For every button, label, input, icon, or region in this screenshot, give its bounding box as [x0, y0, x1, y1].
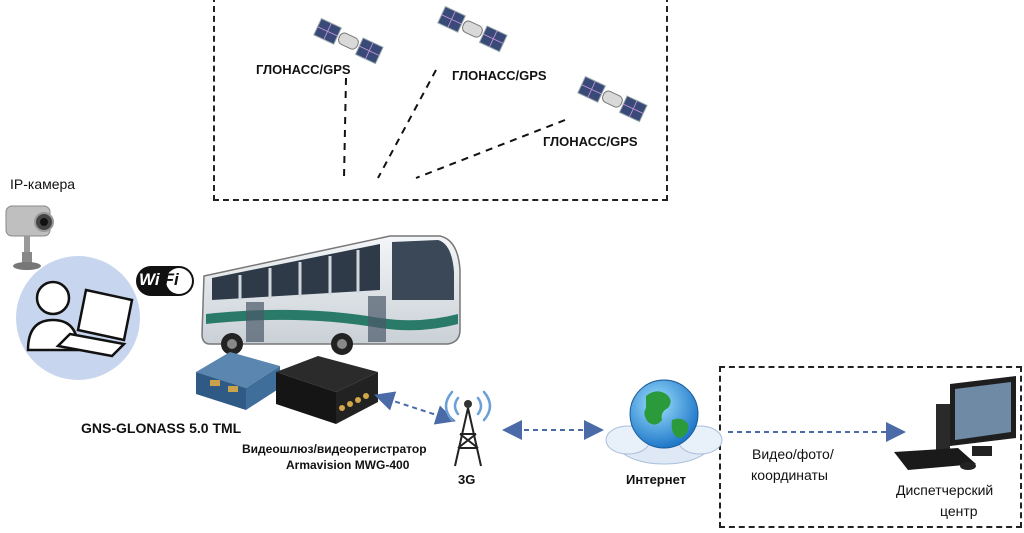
satellite-label: ГЛОНАСС/GPS: [452, 68, 547, 83]
link-dvr-tower: [374, 391, 456, 425]
tracker-label: GNS-GLONASS 5.0 TML: [81, 420, 242, 436]
data-flow-label-line2: координаты: [751, 467, 828, 483]
dvr-label-line1: Видеошлюз/видеорегистратор: [242, 442, 427, 456]
dispatch-label-line2: центр: [940, 503, 978, 519]
satellite-region: [213, 0, 668, 201]
desktop-computer-icon: [894, 376, 1016, 470]
tower-label: 3G: [458, 472, 476, 487]
tracker-device-icon: [196, 352, 280, 410]
satellite-icon: [577, 75, 648, 123]
camera-label: IP-камера: [10, 176, 76, 192]
satellite-signal-lines: [343, 69, 566, 179]
signal-line-1: [343, 77, 347, 179]
satellite-icon: [437, 5, 508, 53]
ip-camera-icon: [5, 205, 54, 270]
satellite-label: ГЛОНАСС/GPS: [543, 134, 638, 149]
internet-label: Интернет: [626, 472, 687, 487]
globe-cloud-icon: [605, 379, 723, 465]
data-flow-label-line1: Видео/фото/: [752, 446, 834, 462]
dispatch-label-line1: Диспетчерский: [896, 482, 994, 498]
wifi-text-wi: Wi: [139, 270, 160, 289]
wifi-text-fi: Fi: [163, 270, 179, 289]
dvr-label-line2: Armavision MWG-400: [286, 458, 410, 472]
satellite-icon: [313, 17, 384, 65]
dispatch-region: [719, 366, 1022, 528]
user-laptop-icon: [16, 256, 140, 380]
signal-line-3: [415, 119, 566, 179]
satellite-label: ГЛОНАСС/GPS: [256, 62, 351, 77]
wifi-logo: [136, 266, 194, 296]
dvr-device-icon: [276, 356, 378, 424]
bus-image: [201, 235, 461, 355]
signal-line-2: [377, 69, 437, 179]
cell-tower-icon: [444, 390, 492, 467]
